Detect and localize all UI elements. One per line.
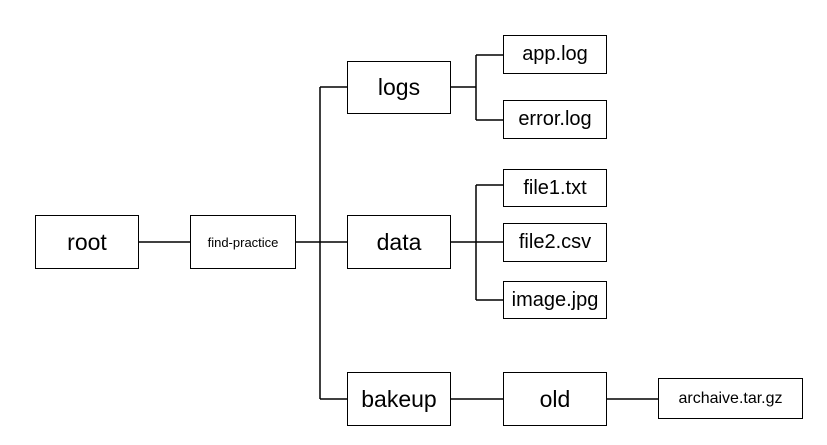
node-old: old [503,372,607,426]
node-image-jpg: image.jpg [503,281,607,319]
node-logs: logs [347,61,451,114]
node-data: data [347,215,451,269]
node-file2-csv: file2.csv [503,223,607,262]
node-find-practice: find-practice [190,215,296,269]
node-error-log: error.log [503,100,607,139]
node-bakeup: bakeup [347,372,451,426]
node-root: root [35,215,139,269]
node-file1-txt: file1.txt [503,169,607,207]
node-archive-tar-gz: archaive.tar.gz [658,378,803,419]
node-app-log: app.log [503,35,607,74]
